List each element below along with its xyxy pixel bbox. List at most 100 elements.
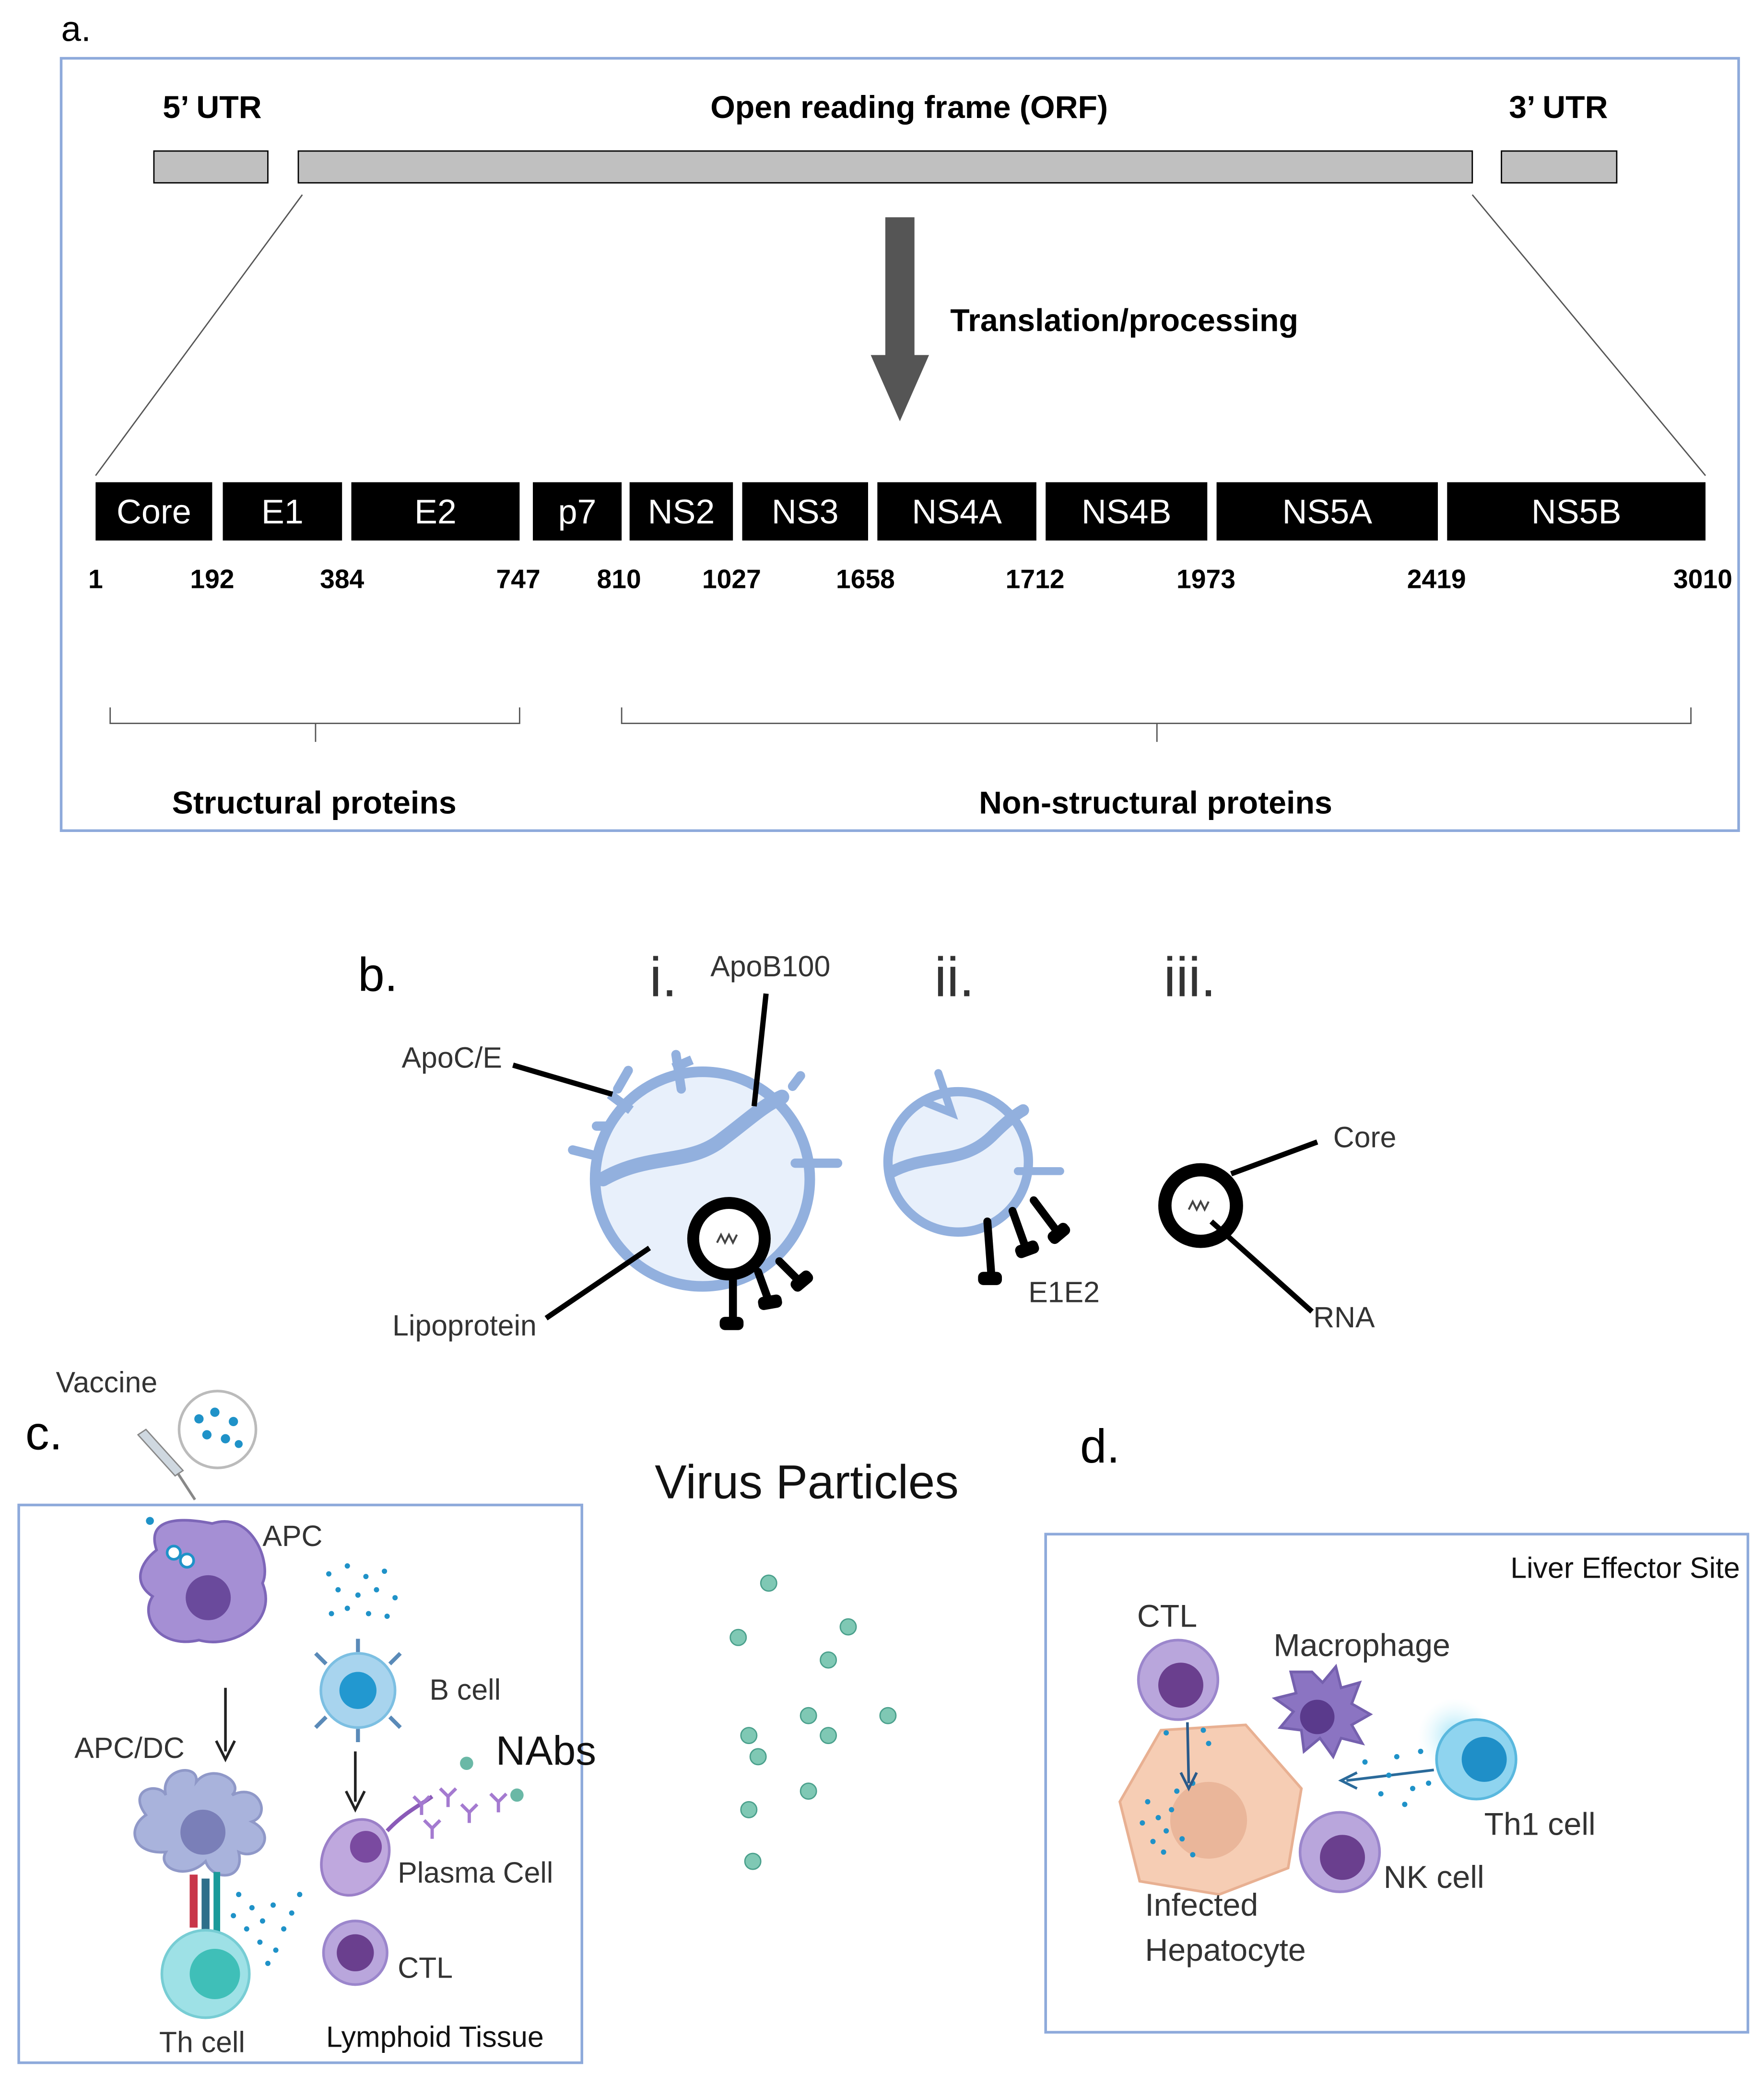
position-label-192: 192 [190, 564, 234, 594]
protein-label-ns5b: NS5B [1531, 492, 1622, 531]
expand-line-right [1471, 194, 1706, 476]
ctl-cell-d [1137, 1639, 1220, 1792]
virus-particles-label: Virus Particles [655, 1456, 959, 1509]
arrow-apc-to-dc [215, 1687, 236, 1763]
position-label-810: 810 [597, 564, 641, 594]
apoce-label: ApoC/E [402, 1042, 502, 1074]
b-cell [314, 1639, 402, 1742]
expand-line-left [95, 194, 303, 476]
position-label-747: 747 [496, 564, 541, 594]
vaccine-label: Vaccine [56, 1366, 157, 1399]
lipoviral-particle-small [883, 1069, 1070, 1285]
nk-cell [1298, 1811, 1381, 1893]
protein-bar-ns4a [877, 482, 1036, 541]
macrophage-label: Macrophage [1273, 1628, 1450, 1663]
panel-b-letter: b. [358, 949, 398, 1002]
position-label-1658: 1658 [836, 564, 895, 594]
orf-label: Open reading frame (ORF) [710, 90, 1108, 125]
panel-a-frame [59, 57, 1740, 832]
lipoviral-particle [512, 993, 843, 1330]
utr5-bar [153, 150, 269, 184]
structural-bracket [109, 707, 520, 742]
th-cell-label: Th cell [159, 2026, 245, 2058]
protein-bar-ns5b [1447, 482, 1706, 541]
th1-cell [1338, 1698, 1517, 1807]
panel-d-letter: d. [1080, 1420, 1120, 1473]
th-cell [160, 1872, 251, 2019]
e1e2-label: E1E2 [1028, 1276, 1100, 1309]
position-label-1: 1 [88, 564, 103, 594]
apc-label: APC [262, 1520, 322, 1552]
protein-label-core: Core [117, 492, 191, 531]
liver-site-label: Liver Effector Site [1510, 1551, 1740, 1584]
orf-bar [297, 150, 1473, 184]
dendritic-cell [133, 1769, 266, 1877]
rna-label: RNA [1313, 1301, 1375, 1334]
polyprotein-bars: Core E1 E2 p7 NS2 NS3 NS4A NS4B NS5A NS5B [95, 482, 1706, 541]
protein-bar-ns4b [1046, 482, 1208, 541]
panel-d: d. Liver Effector Site CTL Macrophage [1044, 1420, 1750, 2034]
panel-d-frame [1044, 1533, 1750, 2034]
arrow-bcell-to-plasma [345, 1751, 366, 1813]
free-capsid [1158, 1139, 1318, 1314]
nk-cell-label: NK cell [1384, 1860, 1484, 1895]
nabs-label: NAbs [496, 1728, 596, 1774]
translation-arrow [870, 217, 929, 422]
hepatocyte-label-line1: Infected [1145, 1887, 1258, 1923]
position-label-3010: 3010 [1673, 564, 1732, 594]
position-label-384: 384 [320, 564, 364, 594]
protein-bar-core [95, 482, 212, 541]
protein-label-ns4b: NS4B [1082, 492, 1172, 531]
protein-bar-e1 [223, 482, 342, 541]
numeral-i: i. [649, 946, 677, 1008]
numeral-ii: ii. [934, 946, 975, 1008]
panel-c: c. Vaccine APC APC/DC [17, 1366, 596, 2064]
polyprotein-positions: 1 192 384 747 810 1027 1658 1712 1973 2419 3010 [88, 564, 1732, 594]
panel-c-letter: c. [25, 1406, 62, 1460]
position-label-1973: 1973 [1176, 564, 1235, 594]
plasma-cell [320, 1794, 434, 1897]
lipoprotein-label: Lipoprotein [392, 1309, 537, 1342]
apcdc-label: APC/DC [74, 1732, 185, 1764]
virus-particles: Virus Particles [655, 1456, 959, 1870]
utr3-bar [1501, 150, 1618, 184]
protein-label-ns2: NS2 [648, 492, 715, 531]
protein-label-p7: p7 [558, 492, 597, 531]
panel-b: b. i. ii. iii. ApoB100 ApoC/E Lipoprotei… [358, 946, 1396, 1342]
macrophage-cell [1271, 1663, 1373, 1759]
ctl-cell-c [322, 1920, 388, 1986]
protein-bar-p7 [533, 482, 622, 541]
panel-c-frame [17, 1503, 584, 2064]
utr3-label: 3’ UTR [1509, 90, 1608, 125]
translation-label: Translation/processing [950, 303, 1298, 339]
th1-label: Th1 cell [1484, 1806, 1596, 1842]
nonstructural-label: Non-structural proteins [979, 785, 1332, 820]
panel-a-letter: a. [61, 9, 91, 49]
core-label: Core [1333, 1121, 1397, 1154]
virion-dots [729, 1574, 897, 1870]
apob100-label: ApoB100 [710, 950, 830, 983]
apc-cell [139, 1519, 267, 1643]
protein-bar-ns3 [742, 482, 868, 541]
position-label-1027: 1027 [702, 564, 761, 594]
structural-label: Structural proteins [172, 785, 457, 820]
ctl-label-c: CTL [398, 1952, 453, 1984]
antibodies [412, 1757, 524, 1839]
protein-label-e1: E1 [261, 492, 304, 531]
lymphoid-tissue-label: Lymphoid Tissue [326, 2020, 544, 2053]
protein-bar-e2 [351, 482, 520, 541]
ctl-label-d: CTL [1137, 1599, 1197, 1634]
protein-label-ns3: NS3 [772, 492, 839, 531]
protein-label-ns4a: NS4A [912, 492, 1002, 531]
bcell-cytokines [326, 1563, 398, 1619]
numeral-iii: iii. [1164, 946, 1216, 1008]
protein-label-e2: E2 [414, 492, 457, 531]
nonstructural-bracket [621, 707, 1692, 742]
utr5-label: 5’ UTR [163, 90, 261, 125]
position-label-1712: 1712 [1006, 564, 1065, 594]
hepatocyte-label-line2: Hepatocyte [1145, 1933, 1305, 1968]
protein-label-ns5a: NS5A [1282, 492, 1372, 531]
position-label-2419: 2419 [1407, 564, 1466, 594]
protein-bar-ns5a [1216, 482, 1438, 541]
